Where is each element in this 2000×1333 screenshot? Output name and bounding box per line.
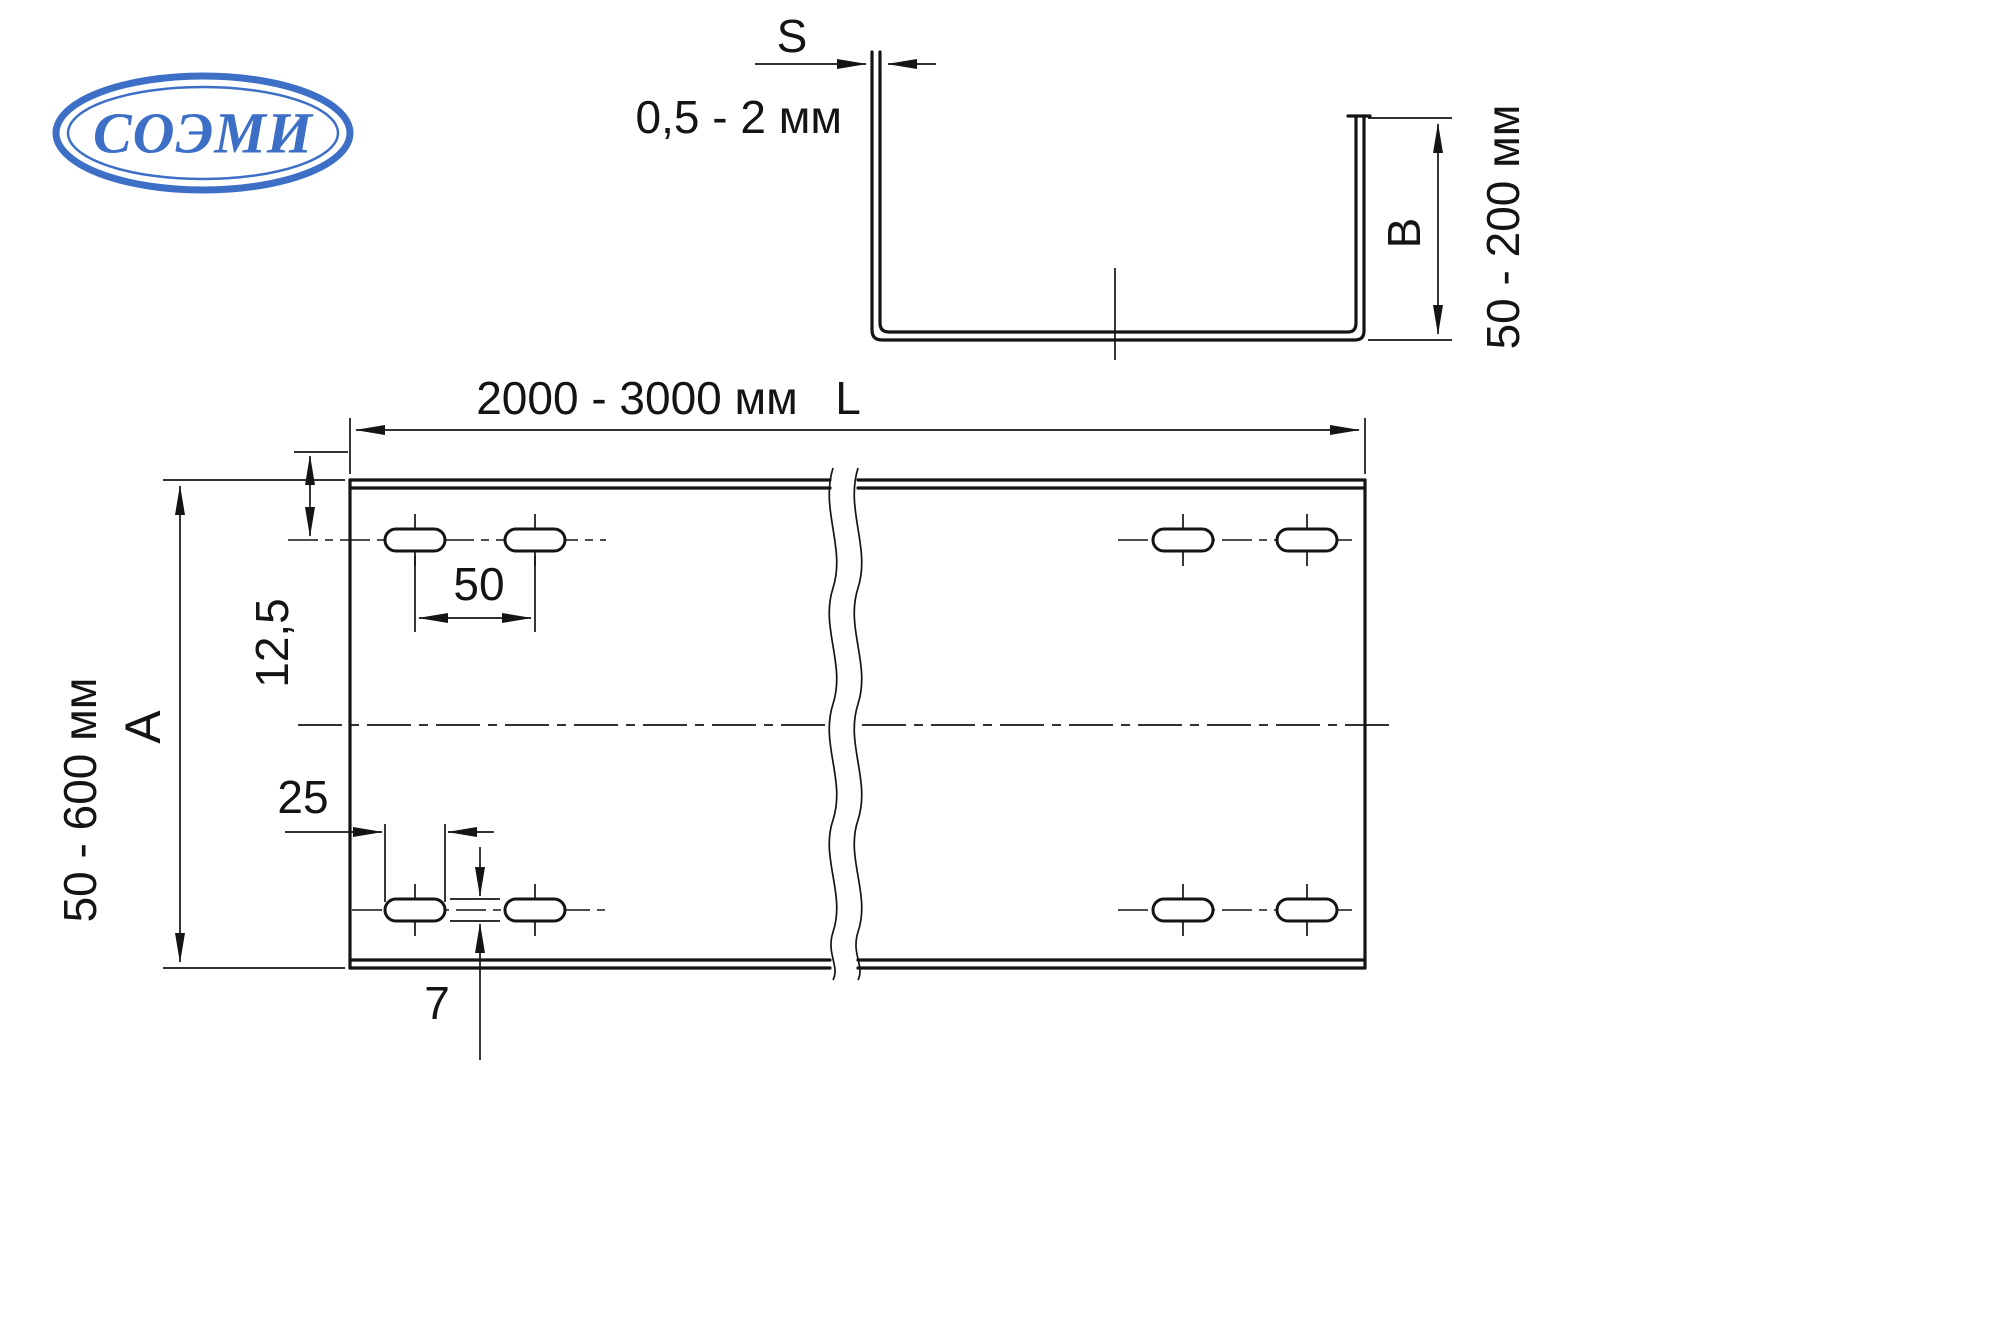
flange-height-range-label: 50 - 200 мм bbox=[1477, 105, 1529, 350]
slot-hole bbox=[503, 527, 567, 553]
length-range-label: 2000 - 3000 мм bbox=[476, 372, 798, 424]
logo: СОЭМИ bbox=[52, 72, 354, 194]
dimension-thickness: S 0,5 - 2 мм bbox=[636, 10, 936, 143]
slot-hole bbox=[503, 897, 567, 923]
dimension-width: A 50 - 600 мм bbox=[54, 479, 345, 969]
logo-inner-ellipse bbox=[66, 85, 340, 181]
break-line-left bbox=[828, 467, 838, 981]
logo-outer-ellipse bbox=[52, 72, 354, 194]
thickness-label: S bbox=[777, 10, 808, 62]
length-symbol-label: L bbox=[835, 372, 861, 424]
slot-length-label: 25 bbox=[277, 771, 328, 823]
slot-holes bbox=[383, 527, 1339, 923]
dimension-length: 2000 - 3000 мм L bbox=[349, 372, 1366, 474]
dimension-hole-offset: 12,5 bbox=[246, 451, 348, 688]
cross-section-view: S 0,5 - 2 мм B 50 - 200 мм bbox=[636, 10, 1529, 360]
width-range-label: 50 - 600 мм bbox=[54, 678, 106, 923]
slot-width-label: 7 bbox=[424, 977, 450, 1029]
flange-height-label: B bbox=[1378, 218, 1430, 249]
slot-hole bbox=[1151, 897, 1215, 923]
dimension-slot-width: 7 bbox=[424, 847, 500, 1060]
width-symbol-label: A bbox=[115, 710, 171, 744]
hole-offset-label: 12,5 bbox=[246, 598, 298, 688]
plan-outline bbox=[348, 467, 1367, 981]
thickness-range-label: 0,5 - 2 мм bbox=[636, 91, 842, 143]
slot-hole bbox=[1151, 527, 1215, 553]
logo-text: СОЭМИ bbox=[93, 101, 314, 166]
dimension-slot-length: 25 bbox=[277, 771, 494, 902]
dimension-flange-height: B 50 - 200 мм bbox=[1368, 105, 1529, 350]
channel-inner-contour bbox=[878, 50, 1358, 334]
hole-spacing-label: 50 bbox=[453, 558, 504, 610]
channel-outer-contour bbox=[870, 50, 1366, 342]
slot-hole bbox=[1275, 527, 1339, 553]
dimension-hole-spacing: 50 bbox=[414, 556, 536, 632]
plan-view: 2000 - 3000 мм L A 50 - 600 мм 50 12,5 bbox=[54, 372, 1394, 1060]
slot-hole bbox=[1275, 897, 1339, 923]
slot-hole bbox=[383, 527, 447, 553]
slot-hole bbox=[383, 897, 447, 923]
break-line-right bbox=[853, 467, 863, 981]
